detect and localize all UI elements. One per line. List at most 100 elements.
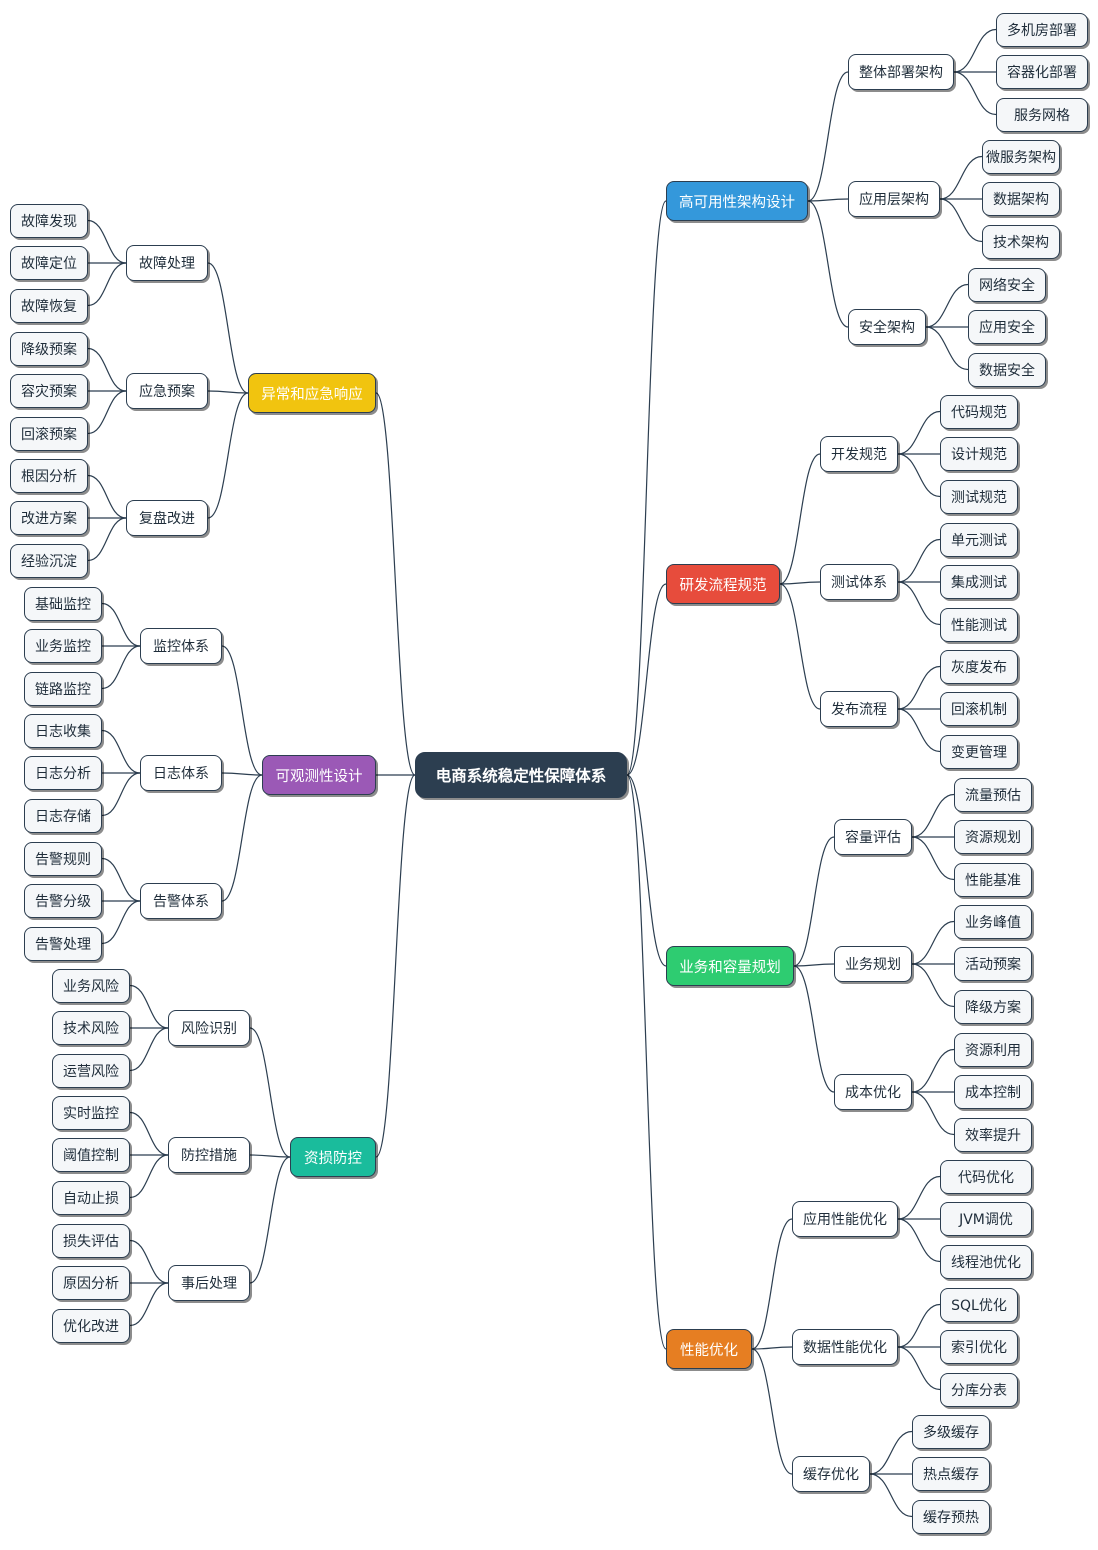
root-branch-link — [626, 774, 667, 967]
leaf-node: 故障定位 — [10, 246, 88, 280]
root-branch-link — [375, 392, 416, 776]
sub-leaf-link — [897, 1303, 941, 1348]
sub-leaf-link — [87, 517, 127, 562]
leaf-node: 降级方案 — [954, 989, 1032, 1024]
sub-leaf-link — [911, 1048, 955, 1093]
root-branch-link — [626, 200, 667, 776]
leaf-node: 活动预案 — [954, 947, 1032, 981]
leaf-node: 多机房部署 — [996, 12, 1088, 47]
leaf-node: SQL优化 — [940, 1287, 1018, 1322]
branch-sub-link — [793, 836, 835, 967]
leaf-node: 数据架构 — [982, 182, 1060, 216]
leaf-node: 改进方案 — [10, 501, 88, 535]
leaf-node: 损失评估 — [52, 1223, 130, 1258]
branch-node: 高可用性架构设计 — [666, 181, 808, 221]
sub-leaf-link — [87, 262, 127, 307]
branch-sub-link — [751, 1218, 793, 1350]
branch-sub-link — [249, 1156, 291, 1284]
branch-sub-link — [807, 71, 849, 202]
leaf-node: 代码规范 — [940, 394, 1018, 429]
leaf-node: 自动止损 — [52, 1180, 130, 1215]
leaf-node: JVM调优 — [940, 1202, 1032, 1236]
leaf-node: 业务监控 — [24, 629, 102, 663]
sub-topic-node: 日志体系 — [140, 755, 222, 791]
leaf-node: 线程池优化 — [940, 1244, 1032, 1279]
leaf-node: 技术架构 — [982, 224, 1060, 259]
sub-leaf-link — [101, 602, 141, 647]
leaf-node: 服务网格 — [996, 97, 1088, 132]
leaf-node: 流量预估 — [954, 777, 1032, 812]
sub-leaf-link — [129, 984, 169, 1029]
leaf-node: 业务峰值 — [954, 904, 1032, 939]
leaf-node: 资源规划 — [954, 820, 1032, 854]
leaf-node: 代码优化 — [940, 1159, 1032, 1194]
sub-leaf-link — [925, 283, 969, 328]
sub-leaf-link — [897, 581, 941, 626]
branch-sub-link — [221, 645, 263, 776]
leaf-node: 回滚机制 — [940, 692, 1018, 726]
branch-sub-link — [807, 200, 849, 328]
sub-leaf-link — [953, 71, 997, 116]
sub-leaf-link — [911, 836, 955, 881]
sub-leaf-link — [87, 219, 127, 264]
leaf-node: 故障恢复 — [10, 288, 88, 323]
leaf-node: 性能测试 — [940, 607, 1018, 642]
leaf-node: 告警分级 — [24, 884, 102, 918]
leaf-node: 基础监控 — [24, 586, 102, 621]
leaf-node: 运营风险 — [52, 1053, 130, 1088]
sub-leaf-link — [87, 347, 127, 392]
branch-node: 业务和容量规划 — [666, 946, 794, 986]
leaf-node: 容器化部署 — [996, 55, 1088, 89]
sub-topic-node: 开发规范 — [820, 436, 898, 472]
leaf-node: 单元测试 — [940, 522, 1018, 557]
branch-sub-link — [207, 392, 249, 519]
sub-leaf-link — [897, 708, 941, 753]
leaf-node: 业务风险 — [52, 968, 130, 1003]
sub-leaf-link — [869, 1473, 913, 1518]
sub-leaf-link — [101, 645, 141, 690]
branch-sub-link — [751, 1346, 793, 1350]
sub-topic-node: 防控措施 — [168, 1137, 250, 1173]
leaf-node: 实时监控 — [52, 1095, 130, 1130]
branch-sub-link — [793, 963, 835, 967]
branch-sub-link — [779, 581, 821, 585]
sub-topic-node: 容量评估 — [834, 819, 912, 855]
sub-topic-node: 安全架构 — [848, 309, 926, 345]
leaf-node: 设计规范 — [940, 437, 1018, 471]
branch-sub-link — [221, 774, 263, 902]
leaf-node: 链路监控 — [24, 671, 102, 706]
sub-leaf-link — [101, 857, 141, 902]
leaf-node: 告警处理 — [24, 926, 102, 961]
leaf-node: 日志存储 — [24, 798, 102, 833]
leaf-node: 技术风险 — [52, 1011, 130, 1045]
sub-topic-node: 应用层架构 — [848, 181, 940, 217]
sub-leaf-link — [911, 920, 955, 965]
leaf-node: 测试规范 — [940, 479, 1018, 514]
leaf-node: 经验沉淀 — [10, 543, 88, 578]
sub-topic-node: 事后处理 — [168, 1265, 250, 1301]
sub-leaf-link — [101, 900, 141, 945]
root-branch-link — [375, 774, 416, 1158]
leaf-node: 降级预案 — [10, 331, 88, 366]
branch-node: 资损防控 — [290, 1137, 376, 1177]
leaf-node: 微服务架构 — [982, 139, 1060, 174]
sub-leaf-link — [101, 729, 141, 774]
sub-leaf-link — [129, 1111, 169, 1156]
leaf-node: 根因分析 — [10, 458, 88, 493]
branch-node: 异常和应急响应 — [248, 373, 376, 413]
leaf-node: 变更管理 — [940, 734, 1018, 769]
branch-sub-link — [207, 262, 249, 394]
branch-node: 研发流程规范 — [666, 564, 780, 604]
sub-leaf-link — [939, 155, 983, 200]
leaf-node: 分库分表 — [940, 1372, 1018, 1407]
sub-topic-node: 应急预案 — [126, 373, 208, 409]
sub-topic-node: 整体部署架构 — [848, 54, 954, 90]
sub-leaf-link — [101, 772, 141, 817]
leaf-node: 多级缓存 — [912, 1414, 990, 1449]
leaf-node: 优化改进 — [52, 1308, 130, 1343]
sub-leaf-link — [869, 1430, 913, 1475]
leaf-node: 日志分析 — [24, 756, 102, 790]
sub-leaf-link — [939, 198, 983, 243]
sub-leaf-link — [897, 1346, 941, 1391]
leaf-node: 原因分析 — [52, 1266, 130, 1300]
